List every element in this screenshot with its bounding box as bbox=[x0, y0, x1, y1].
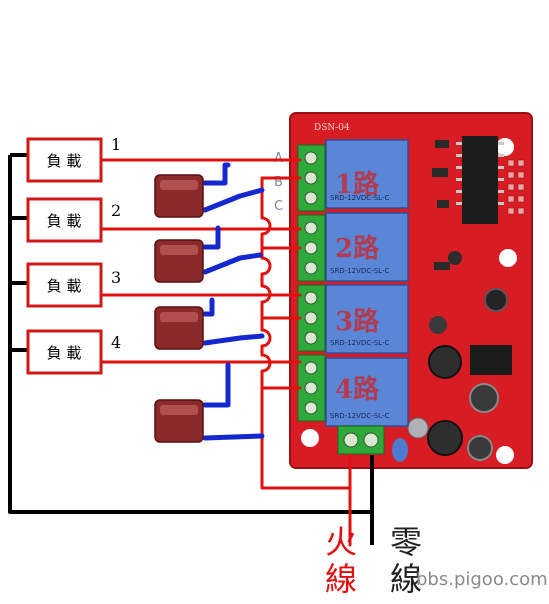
load-4-number: 4 bbox=[111, 333, 121, 352]
power-terminal bbox=[337, 425, 385, 455]
voltage-regulator bbox=[470, 345, 512, 375]
terminal-label-c: C bbox=[274, 199, 283, 214]
capacitor bbox=[407, 417, 429, 439]
relay-board: DSN-04 bbox=[289, 112, 533, 469]
board-code: DSN-04 bbox=[314, 123, 350, 133]
load-1: 負 載 1 bbox=[26, 135, 121, 183]
inductor bbox=[427, 420, 463, 456]
terminal-block-1 bbox=[297, 144, 326, 212]
ic-chip bbox=[462, 136, 498, 224]
load-3-number: 3 bbox=[111, 268, 121, 287]
watermark: bbs.pigoo.com bbox=[416, 569, 548, 590]
relay-3: 3路 SRD-12VDC-SL-C bbox=[325, 284, 409, 354]
mount-hole bbox=[496, 138, 514, 156]
neutral-wiring bbox=[8, 153, 374, 545]
terminal-label-b: B bbox=[274, 175, 283, 190]
load-2: 負 載 2 bbox=[26, 197, 121, 243]
relay-4: 4路 SRD-12VDC-SL-C bbox=[325, 357, 409, 427]
switch-1 bbox=[154, 174, 204, 218]
neutral-wire-label-line1: 零 bbox=[390, 523, 422, 561]
load-2-number: 2 bbox=[111, 201, 121, 220]
load-1-label: 負 載 bbox=[47, 152, 82, 170]
load-1-number: 1 bbox=[111, 135, 121, 154]
relay-2: 2路 SRD-12VDC-SL-C bbox=[325, 212, 409, 282]
pin-header bbox=[507, 159, 525, 215]
switch-wiring bbox=[202, 162, 265, 441]
relay-2-label: 2路 bbox=[335, 233, 380, 264]
terminal-block-3 bbox=[297, 284, 326, 352]
load-3-label: 負 載 bbox=[47, 277, 82, 295]
switch-3 bbox=[154, 306, 204, 350]
load-4-label: 負 載 bbox=[47, 344, 82, 362]
mount-hole bbox=[301, 429, 319, 447]
relay-4-model: SRD-12VDC-SL-C bbox=[330, 412, 389, 420]
ceramic-capacitor bbox=[392, 438, 408, 462]
live-wire-label-line2: 線 bbox=[325, 560, 357, 598]
switch-2 bbox=[154, 239, 204, 283]
load-4: 負 載 4 bbox=[26, 329, 121, 375]
capacitor bbox=[467, 435, 493, 461]
relay-4-label: 4路 bbox=[335, 374, 380, 405]
relay-3-model: SRD-12VDC-SL-C bbox=[330, 339, 389, 347]
inductor bbox=[428, 345, 462, 379]
transistor bbox=[448, 251, 462, 265]
mount-hole bbox=[496, 446, 514, 464]
capacitor bbox=[469, 383, 499, 413]
live-wiring bbox=[100, 158, 352, 547]
mount-hole bbox=[499, 249, 517, 267]
relay-1-model: SRD-12VDC-SL-C bbox=[330, 194, 389, 202]
live-wire-label-line1: 火 bbox=[325, 523, 357, 561]
relay-3-label: 3路 bbox=[335, 306, 380, 337]
relay-1-label: 1路 bbox=[335, 169, 380, 200]
switch-4 bbox=[154, 399, 204, 443]
terminal-block-2 bbox=[297, 214, 326, 282]
load-2-label: 負 載 bbox=[47, 212, 82, 230]
capacitor bbox=[484, 288, 508, 312]
relay-1: 1路 SRD-12VDC-SL-C bbox=[325, 139, 409, 209]
load-3: 負 載 3 bbox=[26, 262, 121, 308]
neutral-wire-label-line2: 線 bbox=[390, 560, 422, 598]
terminal-block-4 bbox=[297, 354, 326, 422]
relay-2-model: SRD-12VDC-SL-C bbox=[330, 267, 389, 275]
transistor bbox=[429, 316, 447, 334]
